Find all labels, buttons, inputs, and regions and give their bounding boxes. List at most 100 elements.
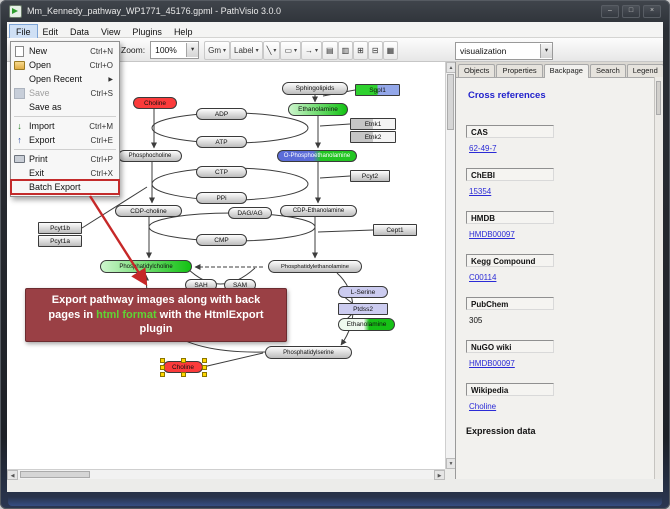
menubar-item-edit[interactable]: Edit: [42, 27, 59, 37]
line-tool-icon: ╲: [266, 45, 272, 55]
node-pcyt1a[interactable]: Pcyt1a: [38, 235, 82, 247]
panel-scrollbar[interactable]: [654, 77, 663, 479]
node-dag[interactable]: DAG/AG: [228, 207, 272, 219]
shape-tool-icon: ▭: [284, 45, 292, 55]
node-l-serine[interactable]: L-Serine: [338, 286, 388, 298]
node-ppi[interactable]: PPi: [196, 192, 247, 204]
node-cept1[interactable]: Cept1: [373, 224, 417, 236]
node-ptdss2[interactable]: Ptdss2: [338, 303, 388, 315]
selection-handle[interactable]: [181, 372, 186, 377]
node-sgpl1[interactable]: Sgpl1: [355, 84, 400, 96]
node-ethanolamine-bottom[interactable]: Ethanolamine: [338, 318, 395, 331]
xref-link[interactable]: HMDB00097: [469, 359, 515, 368]
label-tool-icon: Label: [234, 45, 254, 55]
node-cdp-choline[interactable]: CDP-choline: [115, 205, 182, 217]
node-sphingolipids[interactable]: Sphingolipids: [282, 82, 348, 95]
minimize-button[interactable]: –: [601, 4, 619, 18]
file-menu-item-open-recent[interactable]: Open Recent▶: [11, 72, 119, 86]
xref-link[interactable]: 15354: [469, 187, 492, 196]
menubar-item-plugins[interactable]: Plugins: [132, 27, 162, 37]
node-ctp[interactable]: CTP: [196, 166, 247, 178]
selection-handle[interactable]: [202, 372, 207, 377]
node-etnk1[interactable]: Etnk1: [350, 118, 396, 130]
app-icon: [9, 4, 22, 18]
toolbar-common-width[interactable]: ⊞: [353, 40, 368, 60]
selection-handle[interactable]: [181, 358, 186, 363]
toolbar-align-vertical-center[interactable]: ▥: [337, 40, 354, 60]
node-pcyt2[interactable]: Pcyt2: [350, 170, 390, 182]
toolbar-label-tool[interactable]: Label▾: [230, 40, 263, 60]
selection-handle[interactable]: [202, 365, 207, 370]
title-bar[interactable]: Mm_Kennedy_pathway_WP1771_45176.gpml - P…: [0, 0, 670, 22]
scroll-right-icon[interactable]: ▶: [434, 470, 445, 480]
tab-backpage[interactable]: Backpage: [543, 64, 589, 78]
node-pcyt1b[interactable]: Pcyt1b: [38, 222, 82, 234]
node-o-phosphoethanolamine[interactable]: O-Phosphoethanolamine: [277, 150, 357, 162]
tab-search[interactable]: Search: [589, 64, 626, 77]
xref-link[interactable]: 62-49-7: [469, 144, 497, 153]
selection-handle[interactable]: [160, 358, 165, 363]
window-title: Mm_Kennedy_pathway_WP1771_45176.gpml - P…: [27, 6, 281, 16]
canvas-vertical-scrollbar[interactable]: ▲ ▼: [445, 62, 456, 469]
node-cmp[interactable]: CMP: [196, 234, 247, 246]
tab-objects[interactable]: Objects: [458, 64, 496, 77]
close-button[interactable]: ×: [643, 4, 661, 18]
node-adp[interactable]: ADP: [196, 108, 247, 120]
toolbar-stack-vertical[interactable]: ▦: [382, 40, 399, 60]
toolbar-connector-tool[interactable]: →▾: [301, 40, 323, 60]
node-cdp-ethanolamine[interactable]: CDP-Ethanolamine: [280, 205, 357, 217]
file-menu-item-batch-export[interactable]: Batch Export: [10, 179, 120, 195]
node-choline-top[interactable]: Choline: [133, 97, 177, 109]
node-ethanolamine-top[interactable]: Ethanolamine: [288, 103, 348, 116]
xref-link[interactable]: HMDB00097: [469, 230, 515, 239]
scroll-left-icon[interactable]: ◀: [7, 470, 18, 480]
node-etnk2[interactable]: Etnk2: [350, 131, 396, 143]
selection-handle[interactable]: [160, 365, 165, 370]
xref-header: Kegg Compound: [466, 254, 554, 267]
node-phosphatidylcholine[interactable]: Phosphatidylcholine: [100, 260, 192, 273]
horizontal-scroll-thumb[interactable]: [20, 471, 90, 478]
tab-legend[interactable]: Legend: [626, 64, 663, 77]
xref-header: PubChem: [466, 297, 554, 310]
file-menu-item-save-as[interactable]: Save as: [11, 100, 119, 114]
toolbar-line-tool[interactable]: ╲▾: [262, 40, 281, 60]
open-folder-icon: [14, 60, 25, 71]
xref-link[interactable]: C00114: [469, 273, 497, 282]
menubar-item-data[interactable]: Data: [70, 27, 90, 37]
selection-handle[interactable]: [160, 372, 165, 377]
toolbar-align-horizontal-center[interactable]: ▤: [322, 40, 338, 60]
node-phosphatidylserine[interactable]: Phosphatidylserine: [265, 346, 352, 359]
selection-handle[interactable]: [202, 358, 207, 363]
blank-icon: [14, 102, 25, 113]
tab-properties[interactable]: Properties: [496, 64, 543, 77]
node-atp[interactable]: ATP: [196, 136, 247, 148]
toolbar-shape-tool[interactable]: ▭▾: [280, 40, 302, 60]
chevron-down-icon[interactable]: ▾: [540, 44, 552, 58]
toolbar-gene-product-tool[interactable]: Gm▾: [204, 40, 230, 60]
node-phosphatidylethanolamine[interactable]: Phosphatidylethanolamine: [268, 260, 362, 273]
xref-link[interactable]: Choline: [469, 402, 497, 411]
node-phosphocholine[interactable]: Phosphocholine: [118, 150, 182, 162]
maximize-button[interactable]: □: [622, 4, 640, 18]
vertical-scroll-thumb[interactable]: [447, 74, 454, 130]
zoom-combobox[interactable]: 100% ▾: [150, 40, 200, 59]
chevron-down-icon[interactable]: ▾: [186, 42, 199, 57]
menubar-item-file[interactable]: File: [9, 24, 38, 40]
panel-scroll-thumb[interactable]: [656, 81, 661, 115]
visualization-combobox[interactable]: visualization ▾: [455, 42, 553, 60]
menubar-item-view[interactable]: View: [101, 27, 121, 37]
menubar-item-help[interactable]: Help: [173, 27, 193, 37]
toolbar-common-height[interactable]: ⊟: [367, 40, 383, 60]
canvas-horizontal-scrollbar[interactable]: ◀ ▶: [7, 469, 445, 480]
toolbar-tools: Gm▾Label▾╲▾▭▾→▾▤▥⊞⊟▦: [204, 40, 399, 60]
blank-icon: [14, 168, 25, 179]
